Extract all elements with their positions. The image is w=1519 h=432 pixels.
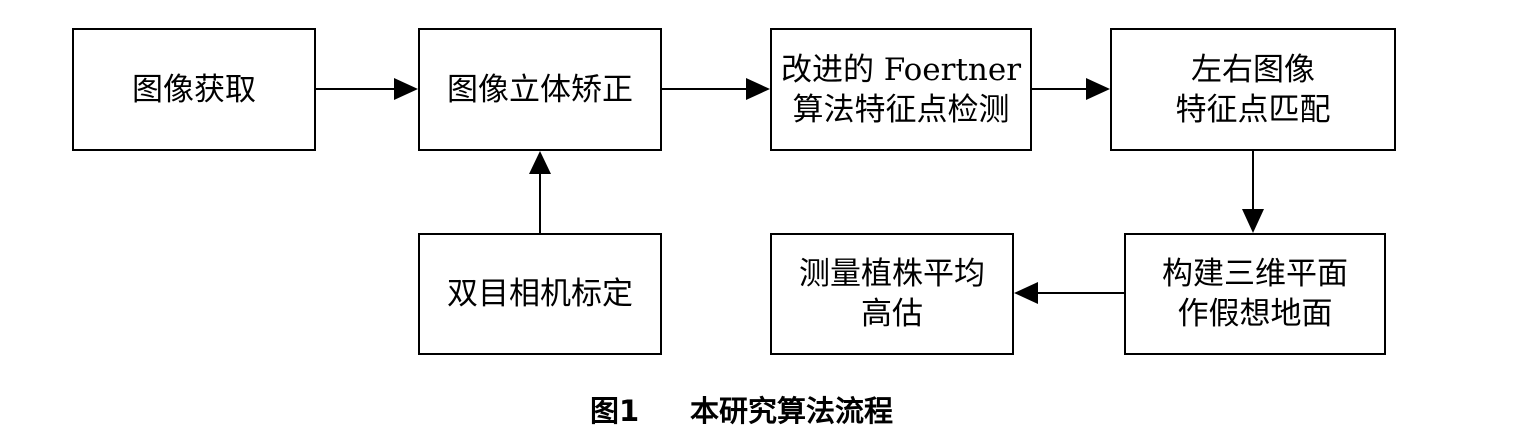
node-ground-plane: 构建三维平面 作假想地面 bbox=[1124, 233, 1386, 355]
node-feature-matching: 左右图像 特征点匹配 bbox=[1110, 28, 1396, 151]
figure-caption: 图1 本研究算法流程 bbox=[0, 384, 1519, 432]
node-label-line: 作假想地面 bbox=[1177, 296, 1333, 332]
arrowhead-plane-to-measure bbox=[1014, 282, 1038, 304]
node-height-measurement: 测量植株平均 高估 bbox=[770, 233, 1014, 355]
node-label-line: 双目相机标定 bbox=[447, 276, 633, 312]
node-label-line: 算法特征点检测 bbox=[792, 91, 1010, 128]
node-feature-detection: 改进的 Foertner 算法特征点检测 bbox=[770, 28, 1032, 151]
node-stereo-rectification: 图像立体矫正 bbox=[418, 28, 662, 151]
node-label-line: 图像获取 bbox=[132, 71, 256, 108]
node-image-acquisition: 图像获取 bbox=[72, 28, 316, 151]
figure-label: 图1 bbox=[590, 394, 640, 428]
node-label-line: 左右图像 bbox=[1191, 51, 1315, 88]
node-label-line: 测量植株平均 bbox=[799, 256, 985, 292]
arrowhead-rectification-to-detection bbox=[746, 78, 770, 100]
figure-title: 本研究算法流程 bbox=[690, 394, 894, 428]
arrowhead-matching-to-plane bbox=[1242, 209, 1264, 233]
node-label-line: 改进的 Foertner bbox=[780, 51, 1022, 88]
node-camera-calibration: 双目相机标定 bbox=[418, 233, 662, 355]
arrowhead-calibration-to-rectification bbox=[529, 151, 551, 174]
node-label-line: 特征点匹配 bbox=[1175, 91, 1331, 128]
node-label-line: 构建三维平面 bbox=[1162, 256, 1348, 292]
node-label-line: 图像立体矫正 bbox=[447, 71, 633, 108]
arrowhead-detection-to-matching bbox=[1086, 78, 1110, 100]
arrowhead-acquisition-to-rectification bbox=[394, 78, 418, 100]
node-label-line: 高估 bbox=[861, 296, 923, 332]
